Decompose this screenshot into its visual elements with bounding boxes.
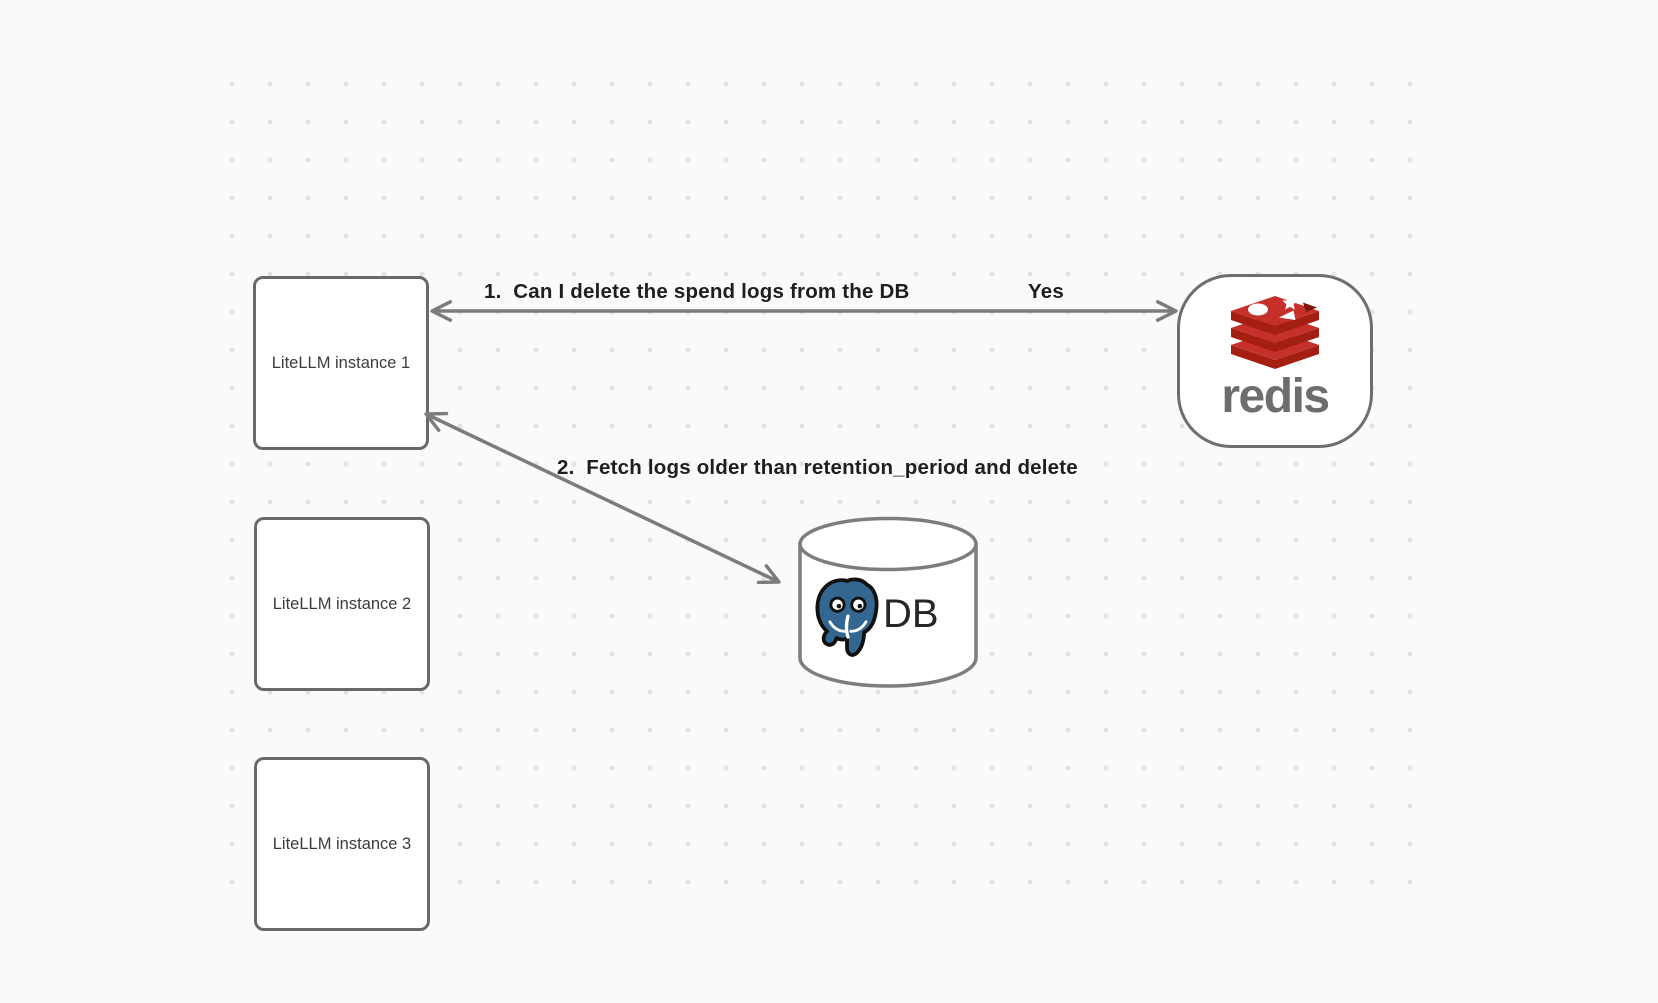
node-litellm-instance-3-label: LiteLLM instance 3 [272,834,412,853]
node-litellm-instance-1-label: LiteLLM instance 1 [271,353,411,372]
node-litellm-instance-3[interactable]: LiteLLM instance 3 [254,757,430,931]
node-redis[interactable]: redis [1177,274,1373,448]
postgresql-elephant-icon [815,577,879,657]
redis-wordmark: redis [1221,370,1330,423]
node-litellm-instance-1[interactable]: LiteLLM instance 1 [253,276,429,450]
node-db-cylinder[interactable]: DB [797,516,979,692]
db-node-label: DB [883,592,939,636]
redis-stack-icon [1231,295,1319,369]
edge-1-label: 1. Can I delete the spend logs from the … [484,280,910,303]
edge-2-label: 2. Fetch logs older than retention_perio… [557,456,1078,479]
edge-1-response-label: Yes [1028,280,1064,303]
node-litellm-instance-2-label: LiteLLM instance 2 [272,594,412,613]
node-litellm-instance-2[interactable]: LiteLLM instance 2 [254,517,430,691]
